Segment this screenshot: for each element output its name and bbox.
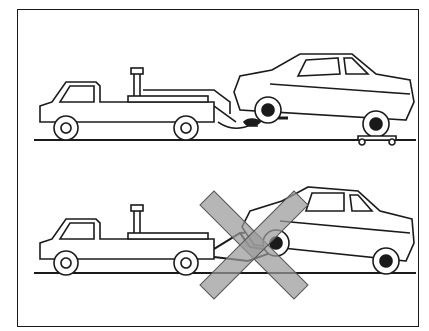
wheel-dolly-icon	[358, 136, 396, 145]
tow-truck-icon	[40, 205, 214, 275]
tow-truck-icon	[40, 68, 236, 140]
illustration-frame	[17, 9, 419, 327]
correct-towing-panel	[18, 10, 418, 160]
incorrect-towing-panel	[18, 165, 418, 315]
correct-towing-illustration	[18, 10, 418, 160]
incorrect-towing-illustration	[18, 165, 418, 315]
sedan-icon	[234, 54, 414, 137]
